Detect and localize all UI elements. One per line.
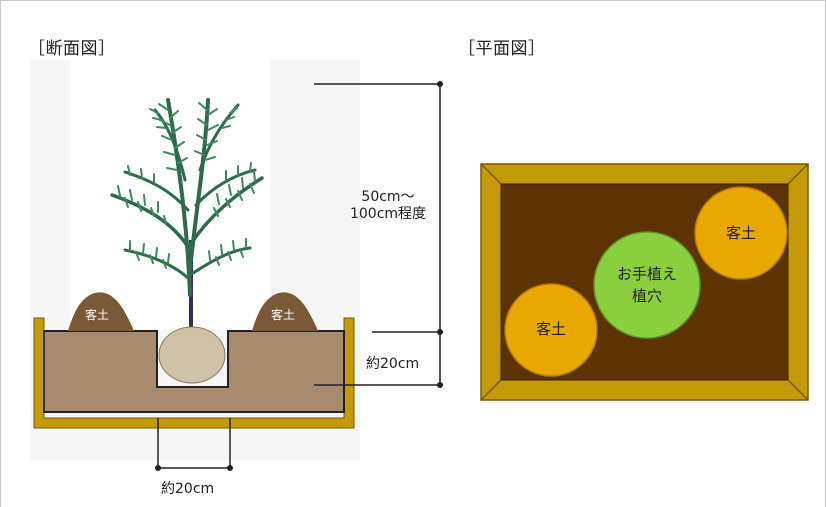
depth-label: 約20cm: [366, 356, 420, 372]
plan-frame-corner-br: [787, 379, 809, 401]
height-label: 50cm～ 100cm程度: [340, 189, 436, 223]
width-label: 約20cm: [161, 481, 215, 497]
fill-soil-mound-left: [68, 292, 134, 331]
tree-foliage: [110, 98, 264, 297]
width-right-marker: [227, 465, 233, 471]
plan-planting-hole-line2: 植穴: [631, 287, 662, 305]
plan-view-diagram: [480, 163, 809, 401]
fill-soil-mound-right: [252, 292, 318, 331]
tree-needles: [117, 102, 256, 269]
section-view-heading: ［断面図］: [28, 39, 116, 59]
plan-planting-hole-label: お手植え 植穴: [594, 263, 700, 307]
plan-fill-soil-bottom-label: 客土: [535, 320, 566, 338]
plan-frame-corner-tr: [787, 163, 809, 185]
plan-planting-hole-line1: お手植え: [616, 265, 677, 283]
plan-view-heading: ［平面図］: [458, 39, 546, 59]
height-label-line1: 50cm～: [361, 189, 415, 205]
root-ball: [158, 326, 226, 384]
frame-left-border: [0, 0, 1, 507]
plan-fill-soil-circle-top: [694, 186, 788, 280]
frame-top-border: [0, 0, 826, 1]
plan-planting-hole-circle: [593, 231, 701, 339]
plan-frame-corner-bl: [480, 379, 502, 401]
plan-fill-soil-top-label: 客土: [725, 224, 756, 242]
plan-frame-corner-tl: [480, 163, 502, 185]
soil-body: [43, 330, 345, 413]
height-top-marker: [437, 81, 443, 87]
height-label-line2: 100cm程度: [349, 206, 427, 222]
width-left-marker: [155, 465, 161, 471]
plan-fill-soil-circle-bottom: [504, 283, 598, 377]
fill-soil-right-label: 客土: [271, 308, 296, 322]
fill-soil-left-label: 客土: [85, 308, 110, 322]
